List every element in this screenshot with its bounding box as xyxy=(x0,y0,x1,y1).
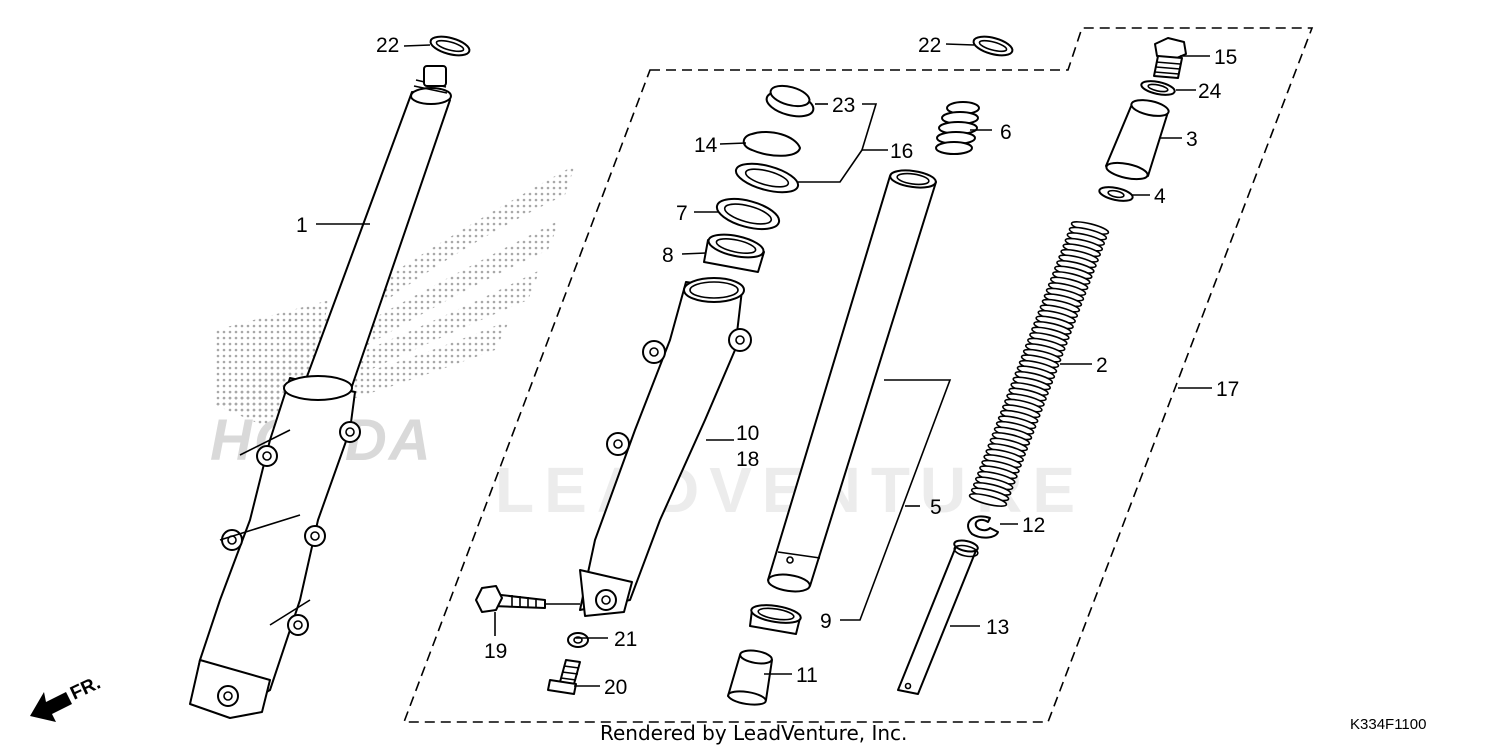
part-20-screw xyxy=(547,659,581,695)
part-22-ring-right xyxy=(972,35,1014,57)
callout-14: 14 xyxy=(694,134,718,157)
callout-1: 1 xyxy=(296,214,308,237)
callout-15: 15 xyxy=(1214,46,1237,69)
part-15-fork-cap-bolt xyxy=(1153,37,1187,79)
part-8-guide-bushing xyxy=(703,233,765,273)
part-22-ring-left xyxy=(429,35,471,57)
part-9-slider-bushing xyxy=(749,604,802,635)
callout-17: 17 xyxy=(1216,378,1239,401)
rendered-by-footer: Rendered by LeadVenture, Inc. xyxy=(600,721,907,745)
part-3-spacer-collar xyxy=(1105,99,1170,181)
callout-11: 11 xyxy=(796,664,818,687)
callout-19: 19 xyxy=(484,640,507,663)
part-12-piston-ring xyxy=(967,515,999,539)
callout-20: 20 xyxy=(604,676,627,699)
callout-2: 2 xyxy=(1096,354,1108,377)
callout-7: 7 xyxy=(676,202,688,225)
callout-22-right: 22 xyxy=(918,34,941,57)
callout-labels: 22 1 22 23 16 14 7 8 6 5 9 10 18 21 20 1… xyxy=(296,34,1239,699)
callout-3: 3 xyxy=(1186,128,1198,151)
callout-23: 23 xyxy=(832,94,855,117)
assembly-frame xyxy=(402,27,1314,723)
part-2-fork-spring xyxy=(968,221,1110,507)
callout-16: 16 xyxy=(890,140,913,163)
part-19-bolt xyxy=(475,585,580,613)
part-7-backup-ring xyxy=(715,197,781,231)
callout-22-left: 22 xyxy=(376,34,399,57)
callout-12: 12 xyxy=(1022,514,1045,537)
part-11-oil-lock-piece xyxy=(727,649,773,706)
callout-5: 5 xyxy=(930,496,942,519)
callout-6: 6 xyxy=(1000,121,1012,144)
callout-24: 24 xyxy=(1198,80,1222,103)
callout-10: 10 xyxy=(736,422,759,445)
part-4-spring-washer xyxy=(1098,186,1134,202)
part-6-spring-seat xyxy=(935,101,980,155)
callout-13: 13 xyxy=(986,616,1009,639)
spring-coil xyxy=(968,493,1008,507)
callout-4: 4 xyxy=(1154,185,1166,208)
part-16-oil-seal xyxy=(734,162,800,194)
callout-21: 21 xyxy=(614,628,637,651)
part-24-o-ring xyxy=(1140,80,1176,96)
part-10-fork-slider xyxy=(579,277,752,617)
part-13-damper-rod xyxy=(897,539,979,695)
leader-lines xyxy=(316,43,1212,687)
front-direction-arrow: FR. xyxy=(30,673,104,722)
callout-18: 18 xyxy=(736,448,759,471)
callout-8: 8 xyxy=(662,244,674,267)
part-14-clip xyxy=(742,130,801,157)
callout-9: 9 xyxy=(820,610,832,633)
part-21-washer xyxy=(567,632,589,648)
fr-label: FR. xyxy=(67,673,104,705)
diagram-code: K334F1100 xyxy=(1350,716,1426,733)
part-23-dust-seal xyxy=(765,84,815,118)
fork-assembly-complete xyxy=(189,65,452,719)
part-5-inner-tube xyxy=(767,169,937,593)
